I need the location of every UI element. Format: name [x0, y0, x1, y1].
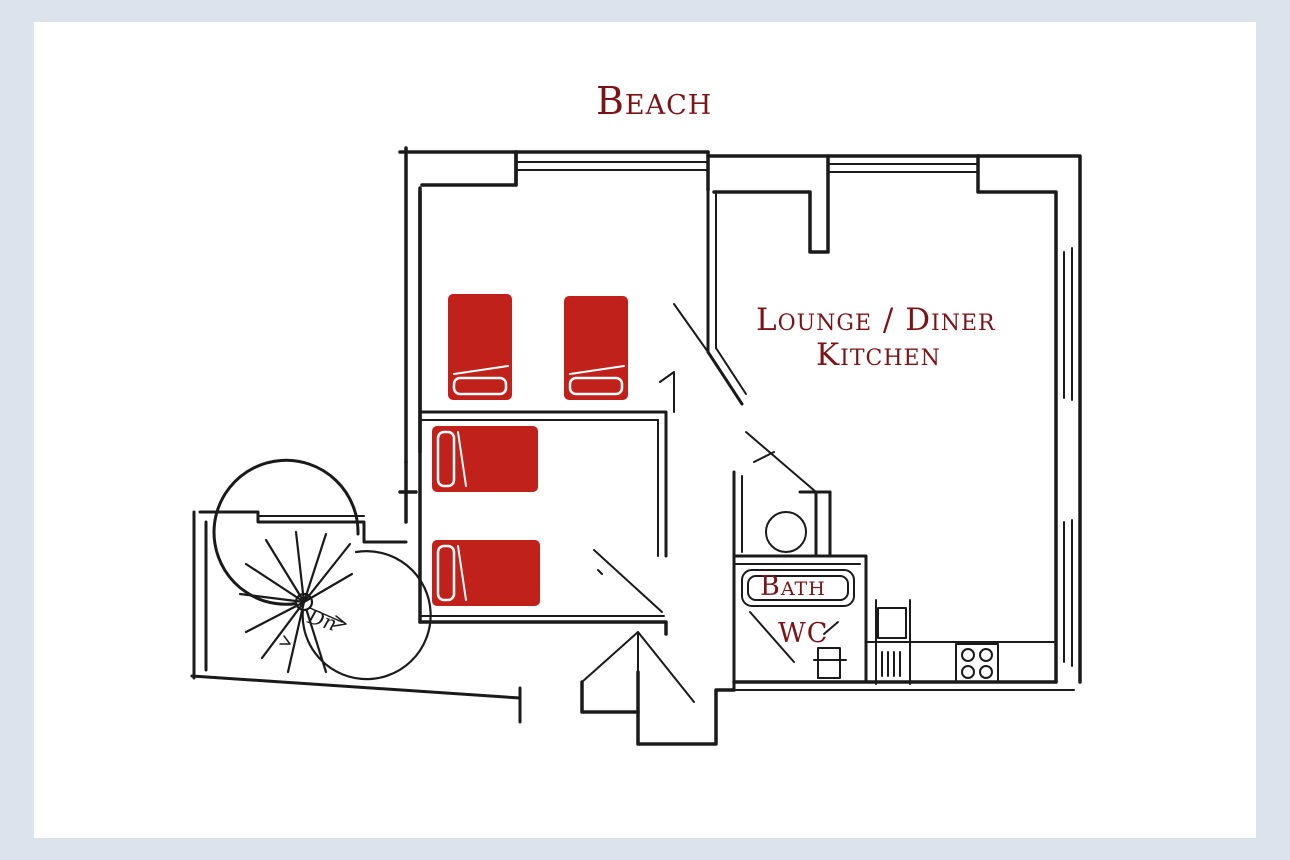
beach-label: Beach [596, 79, 713, 123]
bath-icon [741, 569, 855, 607]
sink-icon [765, 511, 807, 553]
outer-walls [398, 146, 1082, 746]
kitchen-units [865, 599, 1055, 685]
spiral-staircase-icon [212, 458, 432, 681]
hob-icon [955, 643, 999, 683]
floor-plan-card: Beach Lounge / Diner Kitchen Bath WC Dn [34, 22, 1256, 838]
floor-plan-drawing [190, 146, 1082, 746]
toilet-icon [813, 647, 847, 679]
kitchen-label: Kitchen [816, 337, 941, 373]
balcony [190, 510, 522, 724]
lounge-diner-label: Lounge / Diner [756, 302, 996, 338]
bath-label: Bath [760, 571, 826, 602]
bed-pillows [436, 365, 625, 602]
internal-walls [418, 188, 868, 713]
wc-label: WC [778, 618, 829, 649]
